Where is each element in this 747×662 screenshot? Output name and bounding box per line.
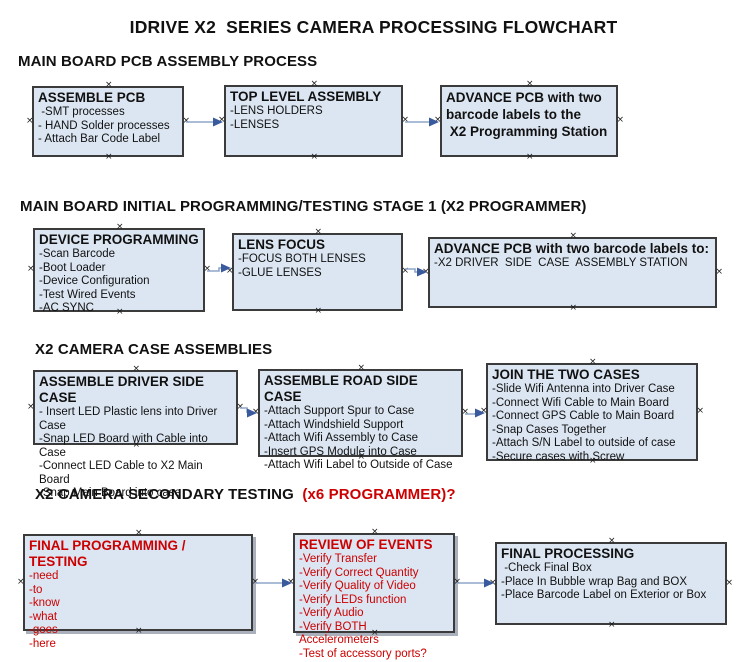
connection-point-left: × <box>434 115 442 125</box>
connection-point-top: × <box>135 528 143 538</box>
flow-box-advance-to-case-assembly[interactable]: ADVANCE PCB with two barcode labels to: … <box>422 232 723 313</box>
connection-point-right: × <box>401 115 409 125</box>
connection-point-top: × <box>526 79 534 89</box>
box-title: ASSEMBLE DRIVER SIDE CASE <box>39 374 208 405</box>
connection-point-left: × <box>287 577 295 587</box>
box-title: DEVICE PROGRAMMING <box>39 232 199 247</box>
connection-point-left: × <box>218 115 226 125</box>
connection-point-right: × <box>236 401 244 412</box>
connection-point-right: × <box>616 115 624 125</box>
connection-point-bottom: × <box>569 303 578 313</box>
connector-arrow[interactable] <box>405 267 427 277</box>
box-title: ASSEMBLE PCB <box>38 90 146 105</box>
connection-point-top: × <box>371 527 379 537</box>
connection-point-bottom: × <box>105 152 113 162</box>
box-title: FINAL PROGRAMMING / TESTING <box>29 538 190 569</box>
connector-arrow[interactable] <box>405 117 439 127</box>
flow-box-advance-to-programming-station[interactable]: ADVANCE PCB with two barcode labels to t… <box>434 80 624 162</box>
flow-box-final-processing[interactable]: FINAL PROCESSING -Check Final Box-Place … <box>489 537 733 630</box>
connector-arrow[interactable] <box>207 263 231 273</box>
connection-point-left: × <box>422 266 430 277</box>
connector-arrow[interactable] <box>240 407 257 418</box>
connector-arrow[interactable] <box>457 578 494 588</box>
section-heading-initial-programming: MAIN BOARD INITIAL PROGRAMMING/TESTING S… <box>20 198 587 215</box>
connection-point-bottom: × <box>314 306 323 316</box>
connector-arrow[interactable] <box>255 578 292 588</box>
box-title: FINAL PROCESSING <box>501 546 635 561</box>
flow-box-final-programming-testing[interactable]: FINAL PROGRAMMING / TESTING -need-to-kno… <box>17 529 259 650</box>
section-heading-pcb-assembly: MAIN BOARD PCB ASSEMBLY PROCESS <box>18 53 318 70</box>
connection-point-left: × <box>27 401 35 412</box>
connection-point-top: × <box>357 363 366 373</box>
box-title: ASSEMBLE ROAD SIDE CASE <box>264 373 422 404</box>
connection-point-top: × <box>314 227 323 237</box>
flow-box-assemble-road-side-case[interactable]: ASSEMBLE ROAD SIDE CASE -Attach Support … <box>252 364 469 472</box>
box-lines: -Scan Barcode-Boot Loader-Device Configu… <box>39 248 150 314</box>
connection-point-top: × <box>569 231 578 241</box>
flow-box-review-of-events[interactable]: REVIEW OF EVENTS -Verify Transfer-Verify… <box>287 528 461 660</box>
box-lines: -SMT processes- HAND Solder processes- A… <box>38 106 170 145</box>
section-heading-black-part: X2 CAMERA SECONDARY TESTING <box>35 486 299 503</box>
box-lines: -Slide Wifi Antenna into Driver Case-Con… <box>492 383 676 463</box>
connection-point-right: × <box>696 406 704 416</box>
connector-arrow[interactable] <box>186 117 223 127</box>
connection-point-bottom: × <box>608 620 616 630</box>
section-heading-case-assemblies: X2 CAMERA CASE ASSEMBLIES <box>35 341 273 358</box>
box-title: ADVANCE PCB with two barcode labels to: <box>434 241 710 256</box>
flow-box-device-programming[interactable]: DEVICE PROGRAMMING -Scan Barcode-Boot Lo… <box>27 223 211 317</box>
connection-point-left: × <box>252 407 260 417</box>
connection-point-right: × <box>453 577 461 587</box>
connection-point-top: × <box>105 80 113 90</box>
page-title: IDRIVE X2 SERIES CAMERA PROCESSING FLOWC… <box>129 17 618 37</box>
box-lines: -Attach Support Spur to Case-Attach Wind… <box>264 405 453 471</box>
connection-point-top: × <box>116 222 124 232</box>
box-title: TOP LEVEL ASSEMBLY <box>230 89 382 104</box>
connection-point-right: × <box>725 577 733 588</box>
box-title: REVIEW OF EVENTS <box>299 537 433 552</box>
connection-point-left: × <box>489 577 497 588</box>
connection-point-right: × <box>461 407 469 417</box>
flow-box-lens-focus[interactable]: LENS FOCUS -FOCUS BOTH LENSES-GLUE LENSE… <box>226 228 409 316</box>
connection-point-right: × <box>203 264 211 274</box>
connection-point-bottom: × <box>526 152 534 162</box>
connection-point-left: × <box>26 115 34 126</box>
box-lines: -Check Final Box-Place In Bubble wrap Ba… <box>501 562 707 601</box>
box-lines: - Insert LED Plastic lens into Driver Ca… <box>39 406 221 499</box>
box-lines: -FOCUS BOTH LENSES-GLUE LENSES <box>238 253 366 279</box>
connection-point-left: × <box>226 266 234 276</box>
flow-box-top-level-assembly[interactable]: TOP LEVEL ASSEMBLY -LENS HOLDERS-LENSES … <box>218 80 409 162</box>
section-heading-secondary-testing: X2 CAMERA SECONDARY TESTING (x6 PROGRAMM… <box>35 486 456 503</box>
flow-box-assemble-driver-side-case[interactable]: ASSEMBLE DRIVER SIDE CASE - Insert LED P… <box>27 365 244 500</box>
connection-point-top: × <box>608 536 616 546</box>
connection-point-top: × <box>589 357 597 367</box>
box-lines: -Verify Transfer-Verify Correct Quantity… <box>299 553 427 660</box>
section-heading-red-part: (x6 PROGRAMMER)? <box>298 486 456 503</box>
connection-point-right: × <box>401 266 409 276</box>
connection-point-right: × <box>182 115 190 126</box>
box-title: LENS FOCUS <box>238 237 326 252</box>
connection-point-left: × <box>480 406 488 416</box>
flow-box-assemble-pcb[interactable]: ASSEMBLE PCB -SMT processes- HAND Solder… <box>26 81 190 162</box>
flow-box-join-two-cases[interactable]: JOIN THE TWO CASES -Slide Wifi Antenna i… <box>480 358 704 466</box>
connection-point-left: × <box>27 264 35 274</box>
box-lines: -X2 DRIVER SIDE CASE ASSEMBLY STATION <box>434 257 688 269</box>
connection-point-top: × <box>132 364 141 374</box>
box-lines: -LENS HOLDERS-LENSES <box>230 105 323 131</box>
connection-point-left: × <box>17 576 25 587</box>
connection-point-bottom: × <box>310 152 319 162</box>
connection-point-right: × <box>715 266 723 277</box>
box-title: JOIN THE TWO CASES <box>492 367 640 382</box>
box-lines: ADVANCE PCB with two barcode labels to t… <box>446 90 608 139</box>
connection-point-top: × <box>310 79 319 89</box>
connector-arrow[interactable] <box>465 408 485 418</box>
box-lines: -need-to-know-what-goes-here <box>29 570 60 650</box>
connection-point-right: × <box>251 576 259 587</box>
